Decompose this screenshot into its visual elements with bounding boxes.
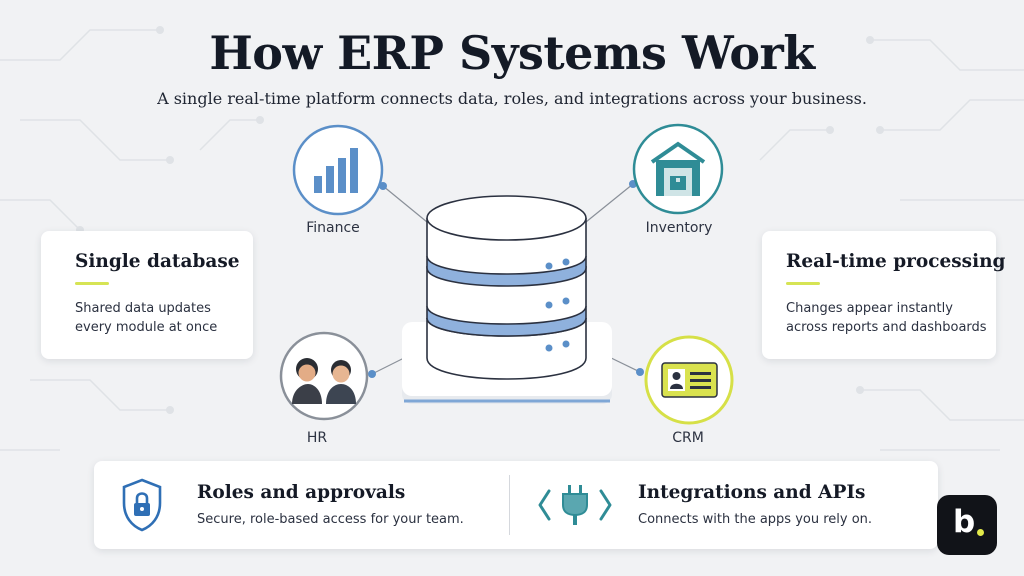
connector-dots <box>368 180 644 378</box>
crm-label: CRM <box>672 430 704 446</box>
hr-label: HR <box>306 430 328 446</box>
contact-card-icon <box>661 362 718 398</box>
warehouse-icon <box>650 141 706 196</box>
real-time-processing-card: Real-time processing Changes appear inst… <box>762 231 1006 359</box>
inventory-label: Inventory <box>645 220 713 236</box>
card-body-line: across reports and dashboards <box>786 320 987 335</box>
brand-logo[interactable]: b <box>937 495 997 555</box>
roles-body: Secure, role-based access for your team. <box>197 512 464 527</box>
database-status-lights <box>545 258 570 352</box>
logo-dot <box>977 529 984 536</box>
crm-node <box>644 335 734 425</box>
bar-chart-icon <box>314 148 358 193</box>
card-body-line: every module at once <box>75 320 218 335</box>
single-database-card: Single database Shared data updates ever… <box>41 231 253 359</box>
shield-lock-icon <box>122 478 162 532</box>
database-icon <box>426 195 587 380</box>
card-title: Single database <box>75 251 240 272</box>
finance-label: Finance <box>306 220 360 236</box>
card-body-line: Shared data updates <box>75 301 211 316</box>
integrations-body: Connects with the apps you rely on. <box>638 512 873 527</box>
accent-bar <box>75 282 109 285</box>
plug-icon <box>538 485 612 525</box>
card-body: Shared data updates every module at once <box>75 299 253 337</box>
card-body-line: Changes appear instantly <box>786 301 953 316</box>
card-body: Changes appear instantly across reports … <box>786 299 996 337</box>
hr-node <box>279 331 369 421</box>
accent-bar <box>786 282 820 285</box>
people-icon <box>292 358 356 404</box>
page-subtitle: A single real-time platform connects dat… <box>157 89 867 108</box>
feature-bar: Roles and approvals Secure, role-based a… <box>94 461 938 549</box>
finance-node <box>292 124 384 216</box>
page-title: How ERP Systems Work <box>209 26 815 80</box>
integrations-title: Integrations and APIs <box>638 482 866 503</box>
logo-letter: b <box>953 504 976 540</box>
card-title: Real-time processing <box>786 251 1006 272</box>
roles-title: Roles and approvals <box>197 482 406 503</box>
inventory-node <box>632 123 724 215</box>
divider <box>509 475 510 535</box>
